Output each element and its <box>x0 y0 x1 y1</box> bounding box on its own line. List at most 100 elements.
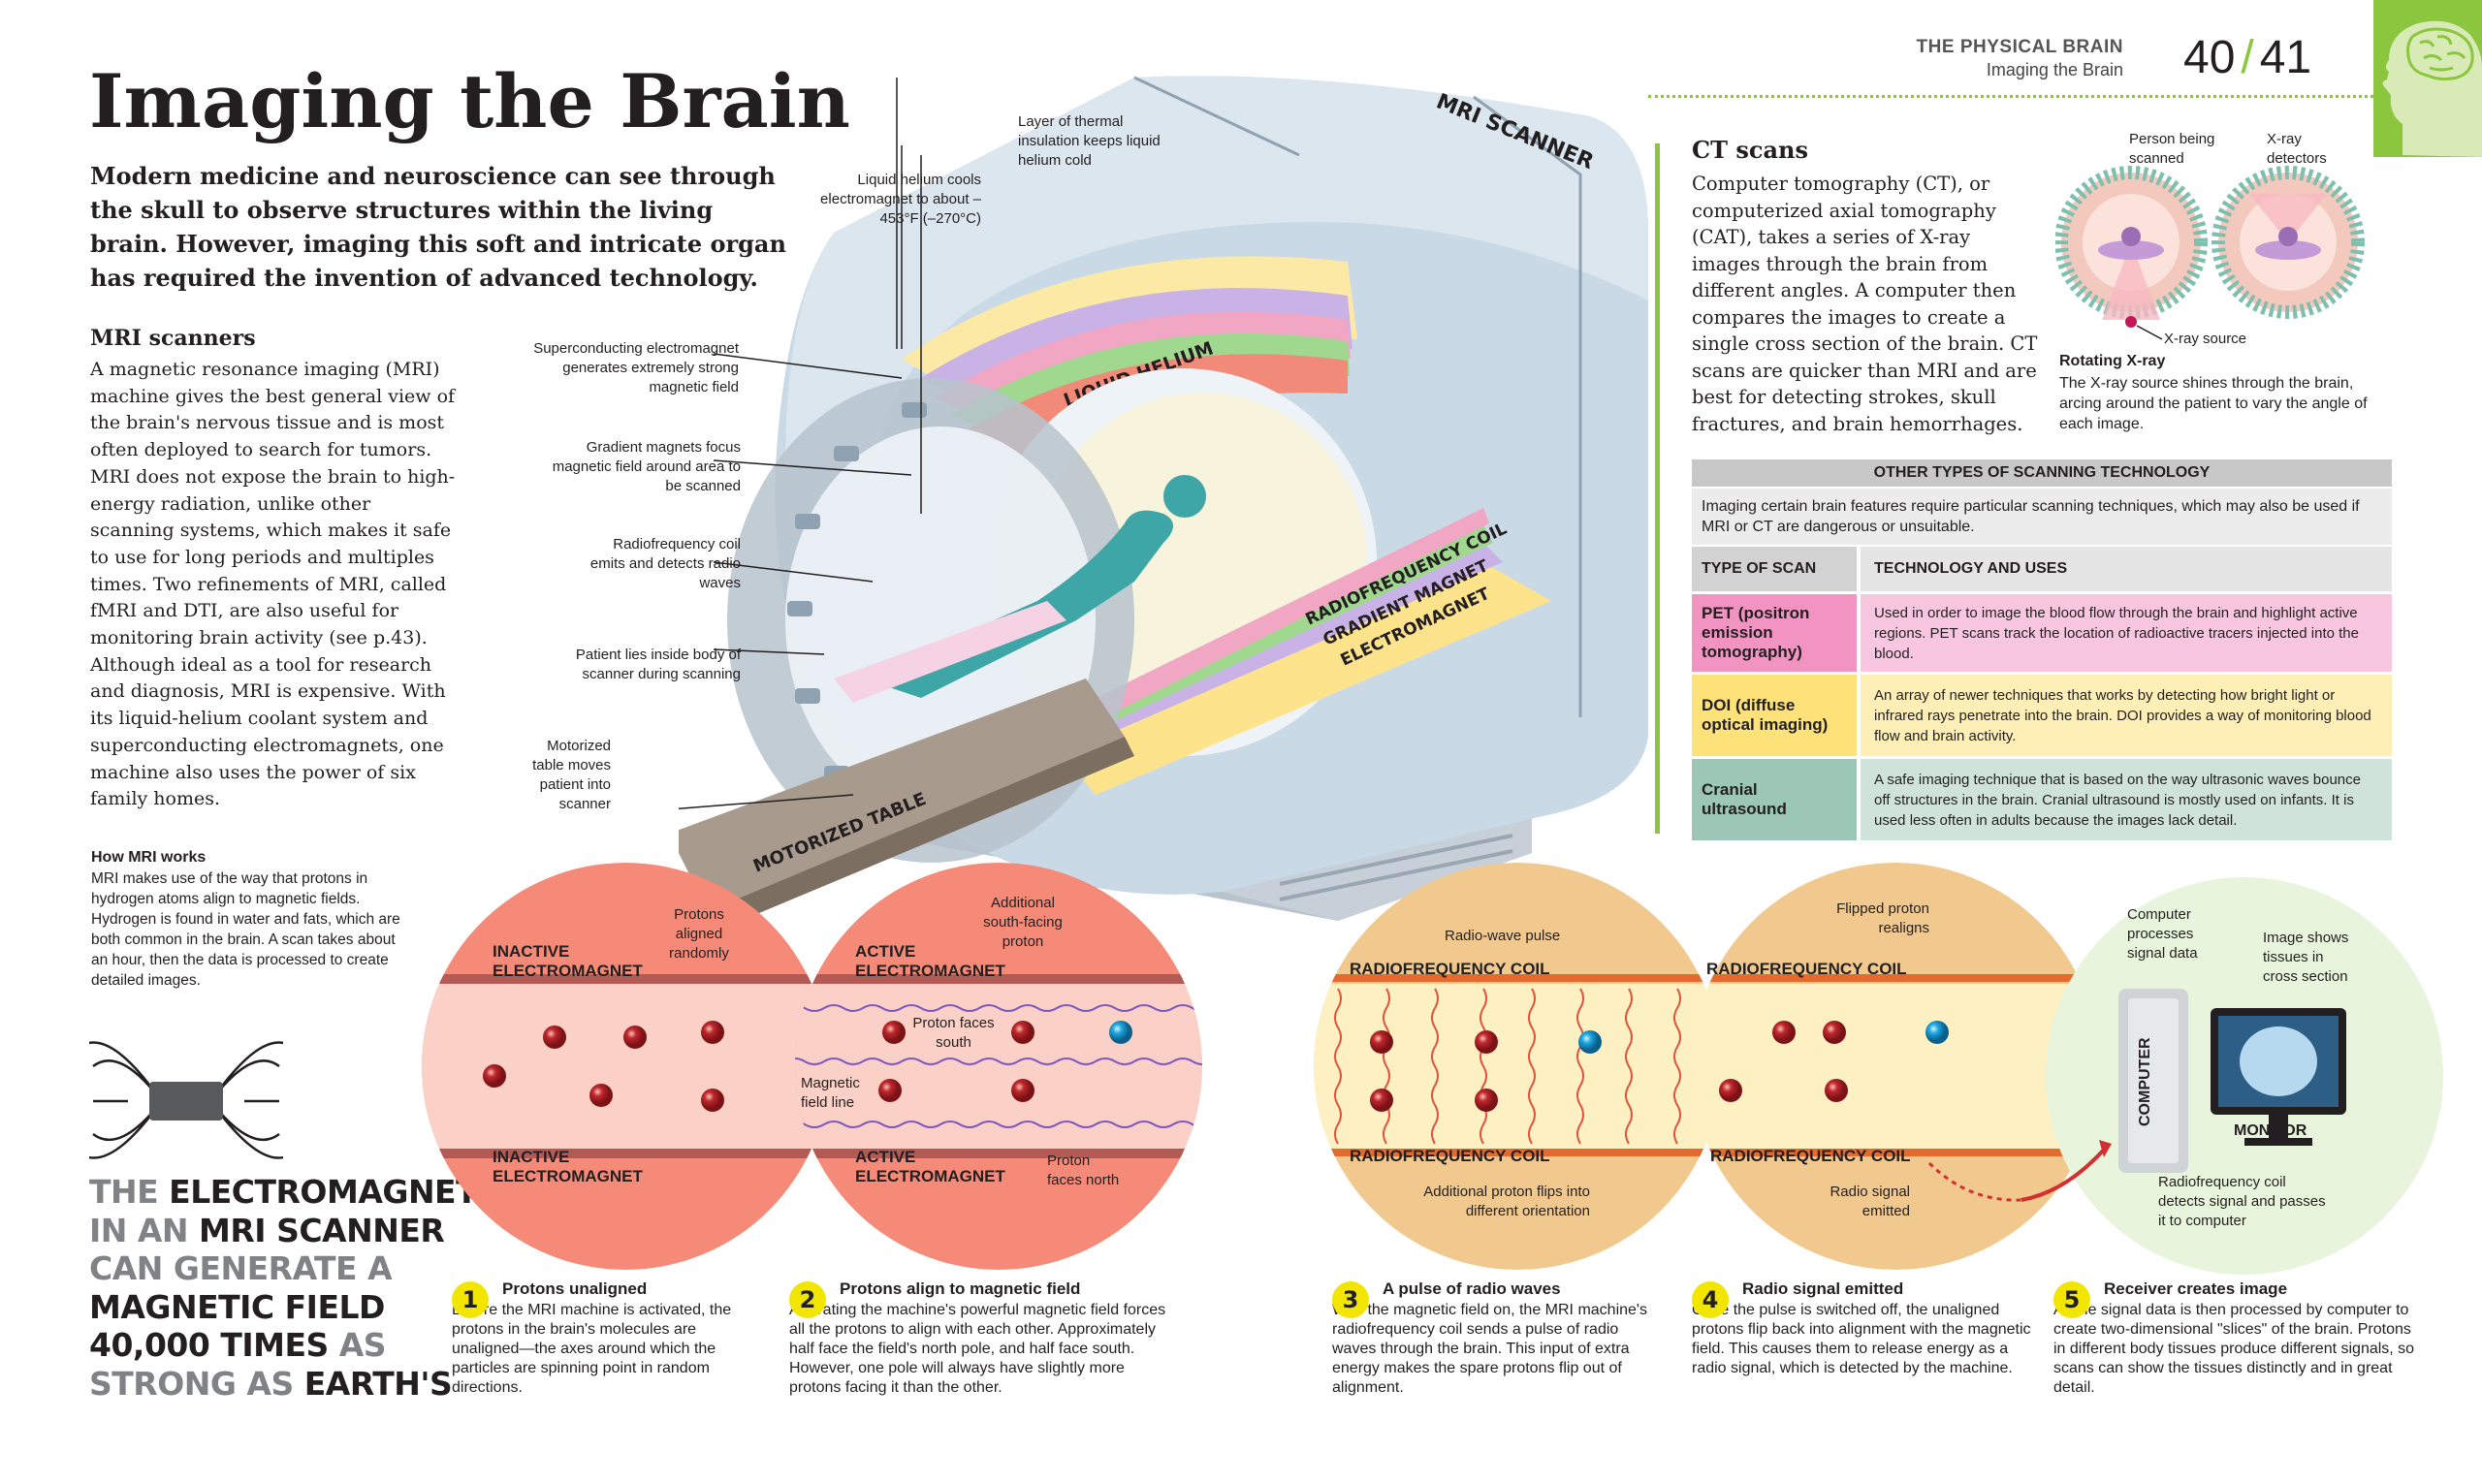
step-body: With the magnetic field on, the MRI mach… <box>1332 1302 1647 1396</box>
caption-liquid-helium: Liquid helium cools electromagnet to abo… <box>820 172 981 227</box>
rotating-xray-body: The X-ray source shines through the brai… <box>2059 375 2368 432</box>
c3-proton-flip: Additional proton flips into different o… <box>1423 1184 1590 1219</box>
subsection-label: Imaging the Brain <box>1986 60 2123 79</box>
c4-radio-signal: Radio signal emitted <box>1830 1184 1910 1219</box>
table-intro: Imaging certain brain features require p… <box>1692 489 2392 545</box>
c4-flipped-proton: Flipped proton realigns <box>1836 900 1929 936</box>
quote-emphasis: ELECTROMAGNET <box>169 1173 478 1211</box>
scan-type-cell: DOI (diffuse optical imaging) <box>1692 672 1861 758</box>
electromagnet-quote: THE ELECTROMAGNET IN AN MRI SCANNER CAN … <box>89 1173 478 1403</box>
label-xray-detectors: X-ray detectors <box>2267 131 2327 167</box>
page-separator: / <box>2241 32 2254 83</box>
quote-text: STRONG AS <box>89 1364 304 1403</box>
rotating-xray-title: Rotating X-ray <box>2059 353 2166 369</box>
table-row: Cranial ultrasound A safe imaging techni… <box>1692 756 2392 840</box>
quote-text: IN AN <box>89 1211 200 1249</box>
c2-field-line: Magnetic field line <box>801 1075 860 1111</box>
c4-bottom-label: RADIOFREQUENCY COIL <box>1710 1147 1911 1165</box>
table-header-type: TYPE OF SCAN <box>1692 547 1861 593</box>
c5-computer-processes: Computer processes signal data <box>2127 906 2198 962</box>
c2-note-south: Additional south-facing proton <box>983 895 1063 950</box>
step-title: Protons align to magnetic field <box>840 1279 1081 1298</box>
c1-note: Protons aligned randomly <box>669 906 729 962</box>
c4-top-label: RADIOFREQUENCY COIL <box>1706 960 1907 978</box>
ct-heading: CT scans <box>1692 136 1808 164</box>
caption-patient: Patient lies inside body of scanner duri… <box>575 647 741 682</box>
c2-bottom-label: ACTIVE ELECTROMAGNET <box>855 1148 1005 1185</box>
c2-proton-faces-south: Proton faces south <box>912 1015 995 1051</box>
table-title: OTHER TYPES OF SCANNING TECHNOLOGY <box>1692 459 2392 487</box>
caption-motorized-table: Motorized table moves patient into scann… <box>532 738 611 812</box>
c3-top-label: RADIOFREQUENCY COIL <box>1350 960 1550 978</box>
c3-bottom-label: RADIOFREQUENCY COIL <box>1350 1147 1550 1165</box>
how-mri-body: MRI makes use of the way that protons in… <box>91 870 400 989</box>
scanning-table: OTHER TYPES OF SCANNING TECHNOLOGY Imagi… <box>1692 459 2392 840</box>
mri-body: A magnetic resonance imaging (MRI) machi… <box>90 359 456 810</box>
step-body: Before the MRI machine is activated, the… <box>452 1302 732 1396</box>
step-number-badge: 1 <box>452 1281 489 1318</box>
page-title: Imaging the Brain <box>89 58 850 144</box>
step-number-badge: 3 <box>1332 1281 1369 1318</box>
c2-top-label: ACTIVE ELECTROMAGNET <box>855 942 1005 980</box>
scan-desc-cell: An array of newer techniques that works … <box>1859 672 2392 758</box>
table-header-tech: TECHNOLOGY AND USES <box>1859 547 2392 593</box>
quote-text: THE <box>89 1173 170 1211</box>
ct-body: Computer tomography (CT), or computerize… <box>1692 173 2038 435</box>
step-5: 5 Receiver creates image All the signal … <box>2053 1279 2422 1398</box>
mri-heading: MRI scanners <box>90 326 256 351</box>
caption-gradient-magnets: Gradient magnets focus magnetic field ar… <box>552 439 741 494</box>
caption-superconducting: Superconducting electromagnet generates … <box>533 340 739 395</box>
scan-type-cell: Cranial ultrasound <box>1692 756 1861 840</box>
intro-text: Modern medicine and neuroscience can see… <box>90 162 786 292</box>
c1-top-label: INACTIVE ELECTROMAGNET <box>493 942 643 980</box>
c2-proton-faces-north: Proton faces north <box>1047 1152 1120 1188</box>
step-title: Protons unaligned <box>502 1279 648 1298</box>
ct-scanner-diagrams <box>2055 166 2365 340</box>
step-title: Receiver creates image <box>2104 1279 2288 1298</box>
scan-desc-cell: A safe imaging technique that is based o… <box>1859 756 2392 840</box>
c1-bottom-label: INACTIVE ELECTROMAGNET <box>493 1148 643 1185</box>
step-3: 3 A pulse of radio waves With the magnet… <box>1332 1279 1652 1398</box>
ct-accent-bar <box>1655 143 1660 834</box>
scan-type-cell: PET (positron emission tomography) <box>1692 591 1861 674</box>
step-body: Once the pulse is switched off, the unal… <box>1692 1302 2031 1376</box>
page-left: 40 <box>2183 32 2236 83</box>
caption-thermal-insulation: Layer of thermal insulation keeps liquid… <box>1018 113 1161 169</box>
quote-emphasis: MAGNETIC FIELD <box>89 1287 385 1326</box>
electromagnet-field-icon <box>89 1041 283 1159</box>
step-number-badge: 4 <box>1692 1281 1729 1318</box>
c3-radio-pulse: Radio-wave pulse <box>1445 928 1561 944</box>
table-row: PET (positron emission tomography) Used … <box>1692 591 2392 674</box>
mri-process-diagram <box>422 863 2443 1275</box>
c5-monitor-label: MONITOR <box>2234 1122 2307 1139</box>
c5-rf-detects: Radiofrequency coil detects signal and p… <box>2158 1174 2326 1229</box>
label-person-scanned: Person being scanned <box>2129 131 2215 167</box>
quote-text: CAN GENERATE A <box>89 1249 393 1287</box>
caption-radiofrequency-coil: Radiofrequency coil emits and detects ra… <box>589 536 741 591</box>
section-label: THE PHYSICAL BRAIN <box>1916 37 2123 57</box>
step-2: 2 Protons align to magnetic field Activa… <box>789 1279 1167 1398</box>
quote-emphasis: 40,000 TIMES <box>89 1326 329 1364</box>
page-numbers: 40/41 <box>2183 31 2311 84</box>
quote-text: AS <box>328 1326 387 1364</box>
step-number-badge: 2 <box>789 1281 826 1318</box>
mri-scanner-illustration: MRI SCANNER LIQUID HELIUM RADIOFREQUENCY… <box>679 76 1648 931</box>
c5-computer-label: COMPUTER <box>2137 1037 2153 1126</box>
step-title: A pulse of radio waves <box>1383 1279 1561 1298</box>
chapter-tab <box>2373 0 2482 158</box>
proton-group <box>483 1021 724 1112</box>
head-profile-icon <box>2382 20 2482 158</box>
step-title: Radio signal emitted <box>1742 1279 1904 1298</box>
c5-image-shows: Image shows tissues in cross section <box>2263 930 2349 985</box>
label-xray-source: X-ray source <box>2164 331 2247 347</box>
header-dotted-rule <box>1648 95 2385 98</box>
table-row: DOI (diffuse optical imaging) An array o… <box>1692 672 2392 758</box>
step-body: Activating the machine's powerful magnet… <box>789 1302 1166 1396</box>
step-number-badge: 5 <box>2053 1281 2090 1318</box>
quote-emphasis: MRI SCANNER <box>199 1211 445 1249</box>
step-1: 1 Protons unaligned Before the MRI machi… <box>452 1279 762 1398</box>
page-right: 41 <box>2259 32 2312 83</box>
how-mri-heading: How MRI works <box>91 849 207 866</box>
step-4: 4 Radio signal emitted Once the pulse is… <box>1692 1279 2031 1378</box>
quote-emphasis: EARTH'S <box>303 1364 453 1403</box>
